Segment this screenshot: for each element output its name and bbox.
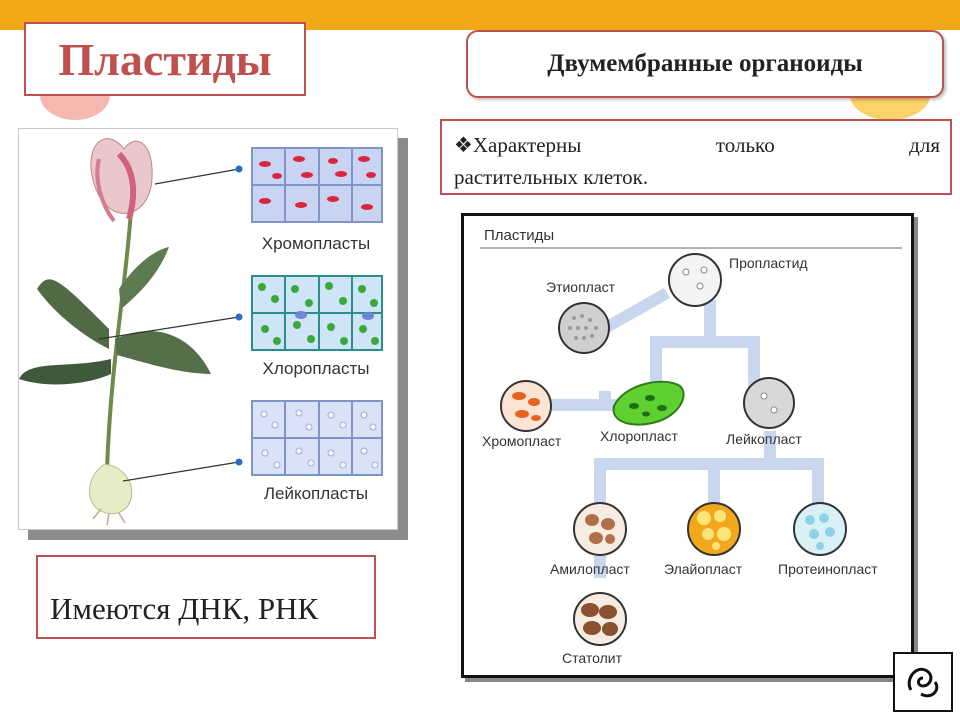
node-label: Амилопласт <box>550 561 630 577</box>
page-title: Пластиды <box>58 33 272 85</box>
bulb-icon <box>89 463 133 515</box>
elaioplast-icon <box>687 502 741 556</box>
note-word: ❖Характерны <box>454 133 582 157</box>
plant-label: Хлоропласты <box>263 359 370 378</box>
dna-text: Имеются ДНК, РНК <box>50 591 319 626</box>
plant-illustration: Хромопласты Хлоропласты <box>19 138 383 526</box>
logo-icon <box>893 652 953 712</box>
subtitle: Двумембранные органоиды <box>547 50 863 77</box>
plant-label: Хромопласты <box>262 234 370 253</box>
chloroplast-icon <box>612 380 685 426</box>
node-label: Лейкопласт <box>726 431 802 447</box>
title-box: Пластиды <box>24 22 306 96</box>
leaf-icon <box>115 331 211 374</box>
note-word: только <box>715 133 775 157</box>
chloroplast-cells-icon <box>251 275 383 351</box>
node-label: Этиопласт <box>546 279 616 295</box>
plant-label: Лейкопласты <box>264 484 368 503</box>
subtitle-box: Двумембранные органоиды <box>466 30 944 98</box>
proteinoplast-icon <box>793 502 847 556</box>
plant-figure: Хромопласты Хлоропласты <box>18 128 398 530</box>
leucoplast-cells-icon <box>251 400 383 476</box>
leaf-icon <box>19 359 111 385</box>
leucoplast-icon <box>743 377 795 429</box>
node-label: Элайопласт <box>664 561 743 577</box>
node-label: Протеинопласт <box>778 561 878 577</box>
chromoplast-icon <box>500 380 552 432</box>
etioplast-icon <box>558 302 610 354</box>
note-line-1: ❖Характерны только для <box>454 129 940 161</box>
tulip-flower-icon <box>90 138 153 214</box>
leaf-icon <box>119 247 169 309</box>
note-word: для <box>909 133 940 157</box>
node-label: Хромопласт <box>482 433 562 449</box>
proplastid-icon <box>668 253 722 307</box>
note-box: ❖Характерны только для растительных клет… <box>440 119 952 195</box>
amyloplast-icon <box>573 502 627 556</box>
node-label: Статолит <box>562 650 623 666</box>
leaf-icon <box>37 279 109 349</box>
statolith-icon <box>573 592 627 646</box>
plastid-diagram-svg: Пластиды Пропластид <box>480 227 902 666</box>
plastid-diagram: Пластиды Пропластид <box>461 213 914 678</box>
diagram-title: Пластиды <box>484 227 554 244</box>
node-label: Пропластид <box>729 255 808 271</box>
dna-box: Имеются ДНК, РНК <box>36 555 376 639</box>
note-line-2: растительных клеток. <box>454 165 649 189</box>
node-label: Хлоропласт <box>600 428 679 444</box>
chromoplast-cells-icon <box>251 147 383 223</box>
